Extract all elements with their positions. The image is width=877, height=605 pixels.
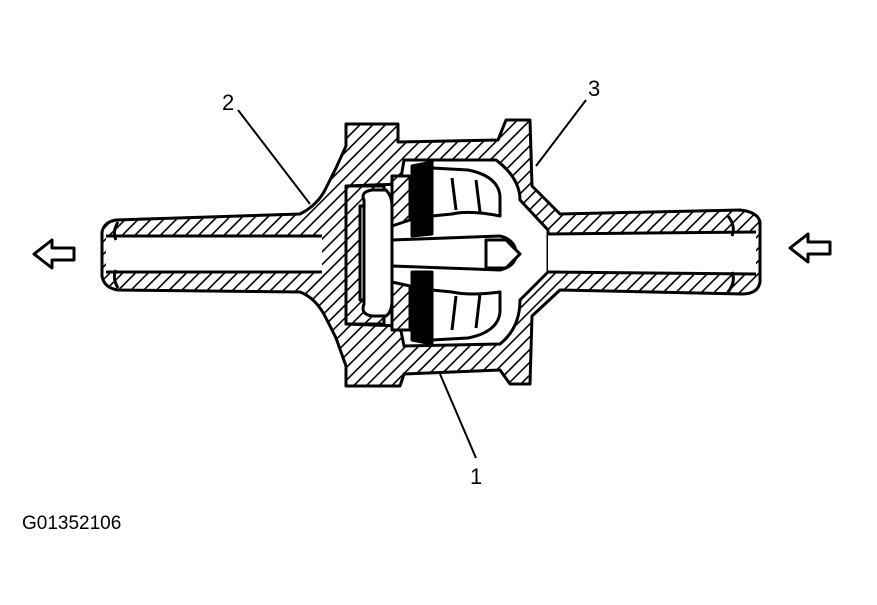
callout-2: 2	[222, 90, 234, 115]
leader-2	[237, 109, 311, 205]
valve-internals	[344, 160, 522, 346]
callout-1: 1	[470, 464, 482, 489]
leader-3	[535, 99, 587, 167]
arrow-left-icon-right-side	[788, 232, 832, 264]
callout-3: 3	[588, 76, 600, 101]
arrow-left-icon	[32, 238, 76, 270]
figure-code: G01352106	[22, 513, 121, 534]
callout-leaders	[237, 99, 587, 459]
leader-1	[439, 373, 477, 459]
